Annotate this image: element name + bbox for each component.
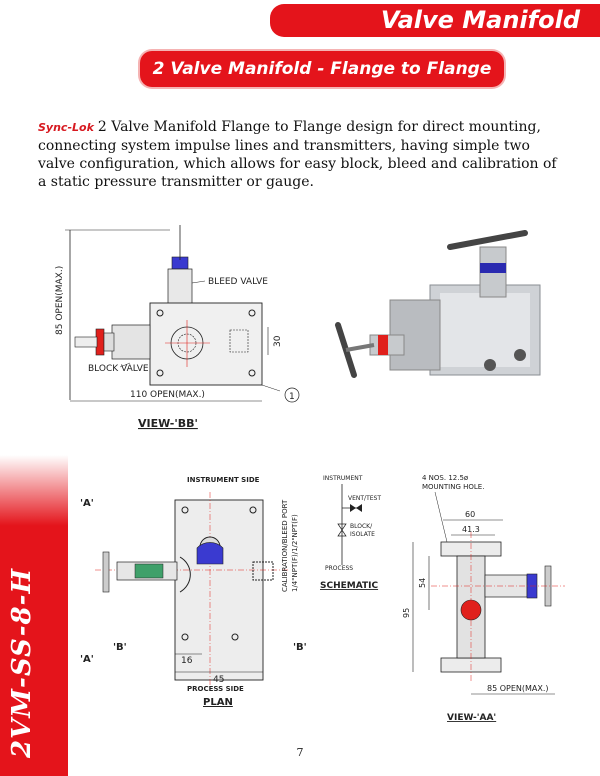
- product-photo: [335, 230, 541, 378]
- view-bb-label: VIEW-'BB': [138, 417, 198, 430]
- dim-30-label: 30: [273, 335, 283, 347]
- dim-45-label: 45: [213, 675, 224, 685]
- side-tab: [0, 455, 68, 776]
- dim-41-label: 41.3: [462, 525, 480, 534]
- b-left-label: 'B': [113, 642, 127, 653]
- block-valve-label: BLOCK VALVE: [88, 364, 149, 374]
- holes-label-2: MOUNTING HOLE.: [422, 483, 484, 491]
- schematic-instrument: INSTRUMENT: [323, 475, 363, 482]
- page-title: Valve Manifold: [380, 6, 580, 34]
- brand-logo: Sync-Lok: [38, 121, 94, 134]
- bleed-valve-label: BLEED VALVE: [208, 277, 268, 287]
- schematic-vent: VENT/TEST: [348, 495, 381, 502]
- instrument-side-label: INSTRUMENT SIDE: [187, 476, 260, 484]
- side-tab-code: 2VM-SS-8-H: [7, 567, 37, 758]
- a-top-label: 'A': [80, 498, 94, 509]
- dim-54-label: 54: [418, 578, 427, 588]
- drawing-view-bb: 85 OPEN(MAX.) BLEED VALVE BLOCK VALVE 30…: [55, 225, 300, 430]
- schematic-diagram: INSTRUMENT VENT/TEST BLOCK/ ISOLATE PROC…: [320, 475, 381, 591]
- section-banner: 2 Valve Manifold - Flange to Flange: [140, 51, 504, 87]
- schematic-process: PROCESS: [325, 565, 353, 572]
- dim-95-label: 95: [402, 608, 411, 618]
- holes-label-1: 4 NOS. 12.5ø: [422, 474, 469, 482]
- dim-85-label: 85 OPEN(MAX.): [487, 684, 549, 693]
- header-banner: Valve Manifold: [270, 4, 600, 37]
- b-right-label: 'B': [293, 642, 307, 653]
- a-bottom-label: 'A': [80, 654, 94, 665]
- process-side-label: PROCESS SIDE: [187, 685, 244, 693]
- schematic-block-1: BLOCK/: [350, 523, 373, 530]
- drawing-view-aa: 4 NOS. 12.5ø MOUNTING HOLE. 60 41.3 54 9…: [402, 474, 565, 723]
- page-number: 7: [296, 746, 304, 759]
- callout-1: 1: [289, 392, 295, 402]
- section-title: 2 Valve Manifold - Flange to Flange: [152, 59, 492, 79]
- dim-16-label: 16: [181, 656, 193, 666]
- dim-60-label: 60: [465, 510, 475, 519]
- port-label-1: CALIBRATION/BLEED PORT: [281, 499, 289, 592]
- schematic-title: SCHEMATIC: [320, 581, 378, 591]
- port-label-2: 1/4"NPT(F)/1/2"NPT(F): [291, 514, 299, 592]
- dim-width-label: 110 OPEN(MAX.): [130, 390, 205, 400]
- view-aa-label: VIEW-'AA': [447, 713, 496, 723]
- plan-label: PLAN: [203, 697, 233, 708]
- intro-text: 2 Valve Manifold Flange to Flange design…: [38, 119, 557, 190]
- dim-height-label: 85 OPEN(MAX.): [55, 266, 65, 335]
- drawing-plan: 'A' INSTRUMENT SIDE CALIBRATION/BLEED PO…: [80, 476, 307, 708]
- schematic-block-2: ISOLATE: [350, 531, 375, 538]
